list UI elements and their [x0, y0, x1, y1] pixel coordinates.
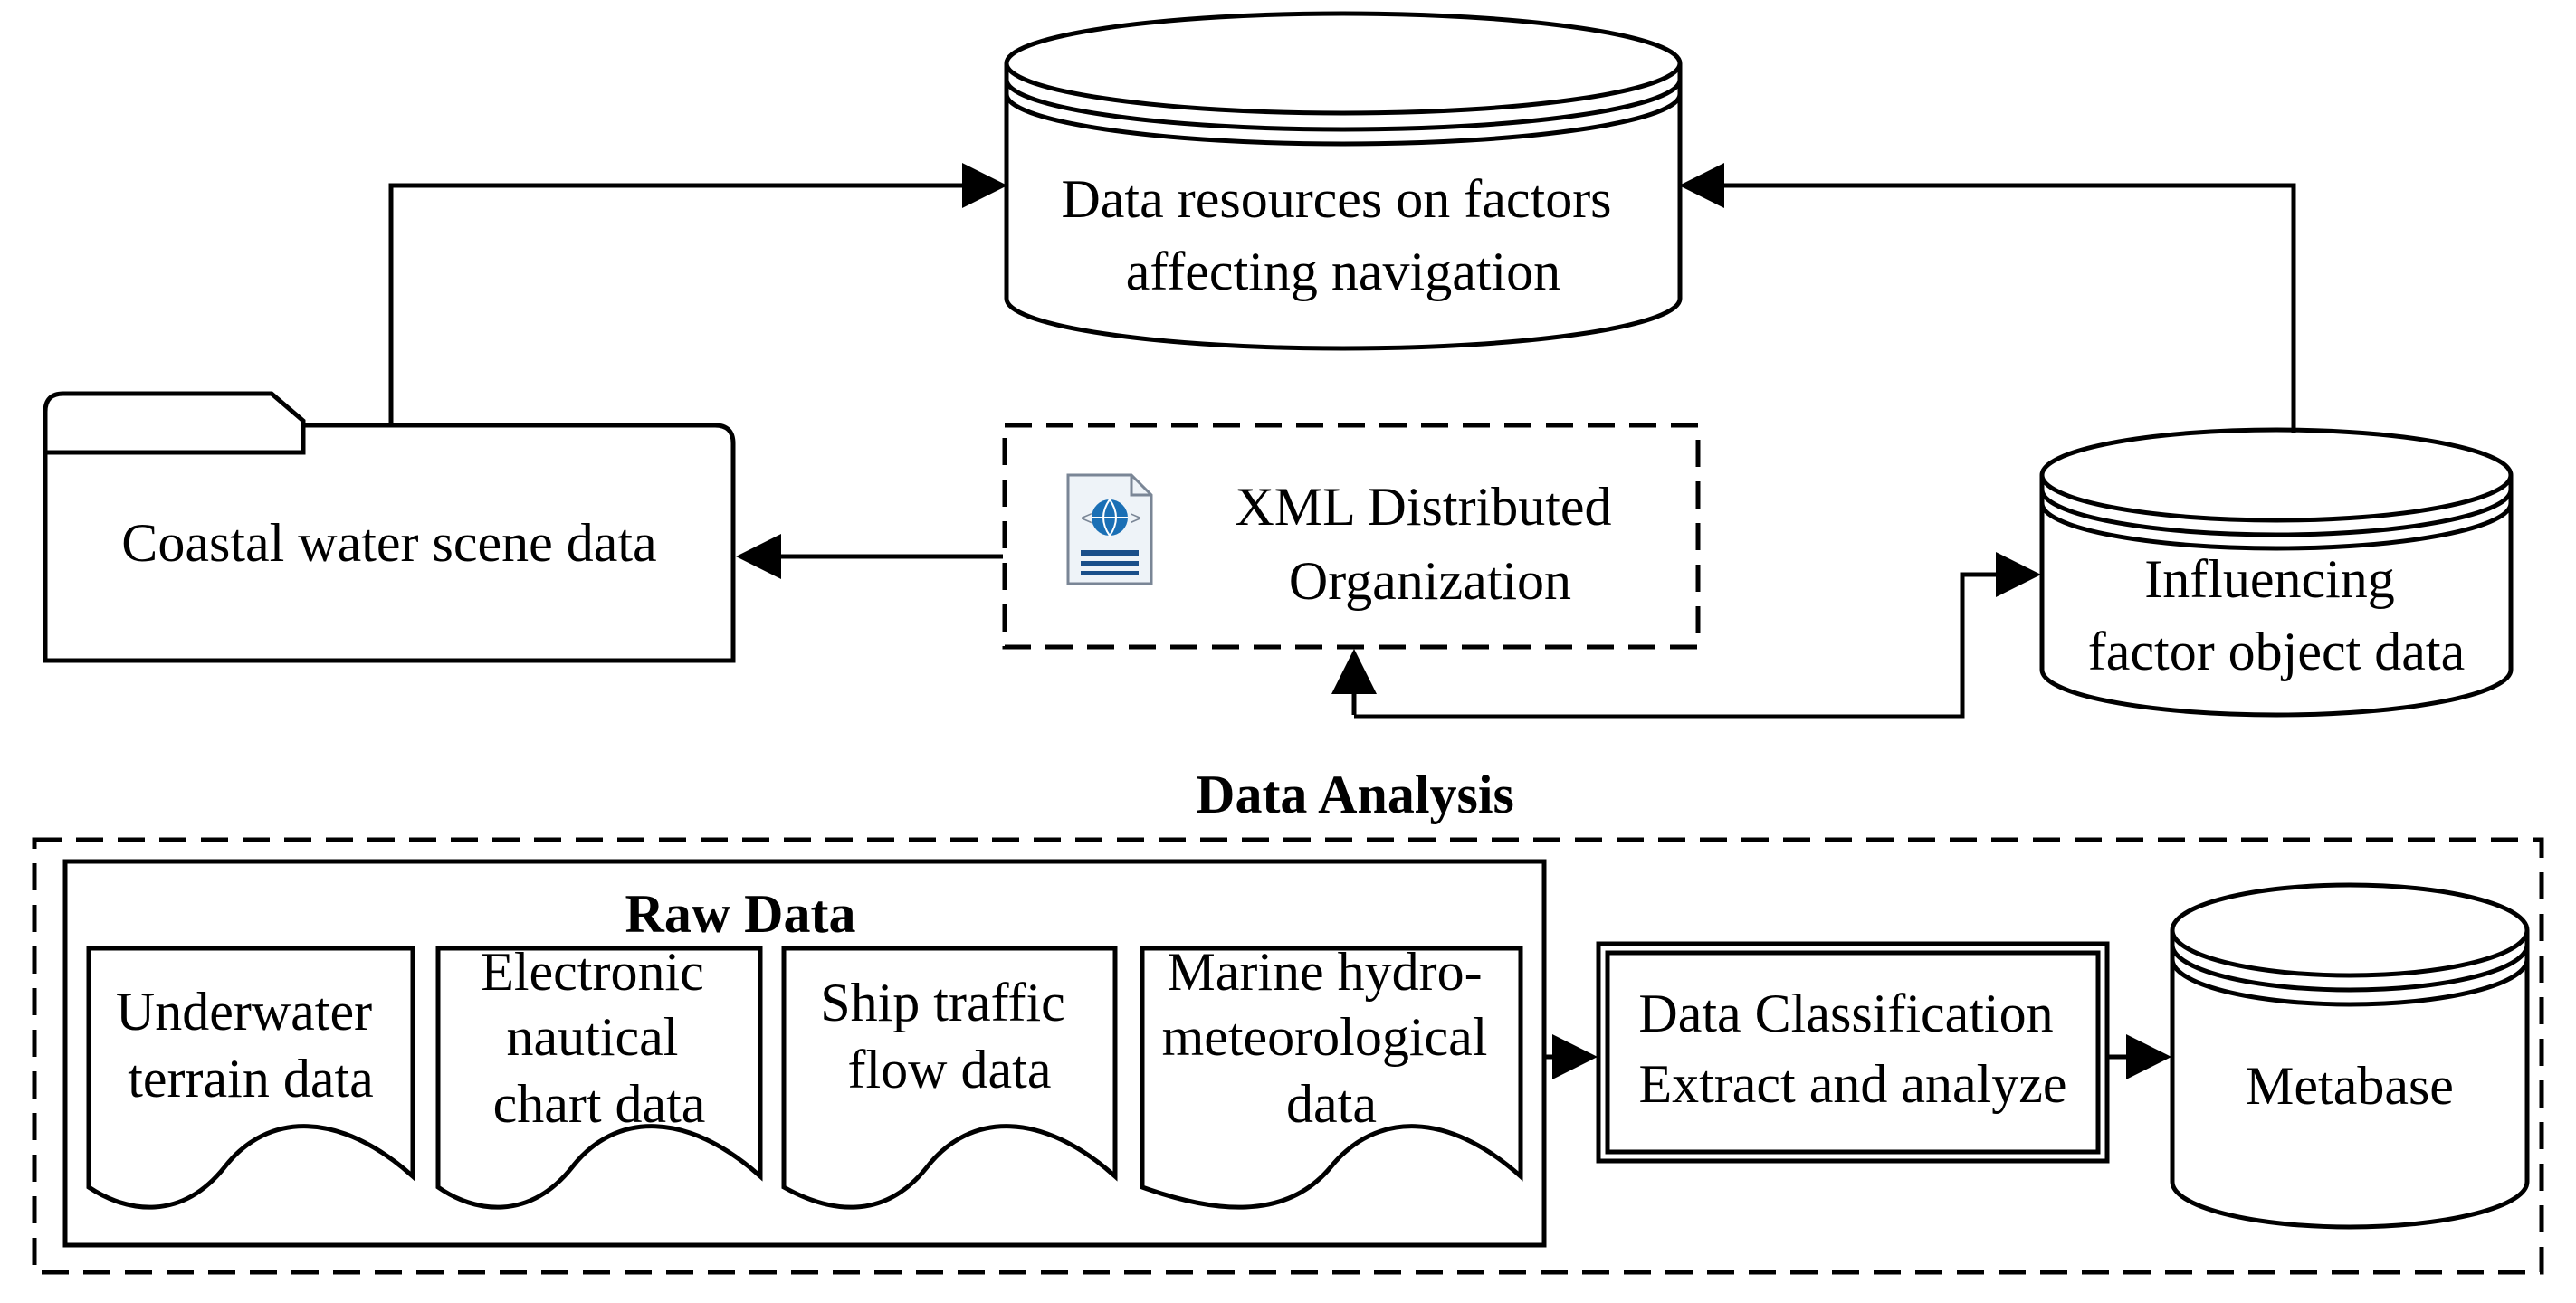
xml-organization-label-line-1: XML Distributed: [1235, 477, 1611, 537]
ship-traffic-doc: Ship traffic flow data: [781, 946, 1118, 1210]
influencing-factor-label-line-1: Influencing: [2144, 549, 2395, 609]
data-resources-cylinder: Data resources on factors affecting navi…: [1004, 11, 1683, 351]
electronic-chart-label-line-2: nautical: [507, 1007, 679, 1067]
metabase-cylinder: Metabase: [2170, 882, 2530, 1230]
marine-hydro-doc: Marine hydro- meteorological data: [1140, 942, 1523, 1210]
underwater-terrain-label-line-2: terrain data: [128, 1049, 374, 1108]
influencing-factor-cylinder: Influencing factor object data: [2039, 427, 2514, 718]
electronic-chart-label: Electronic nautical chart data: [481, 942, 718, 1134]
xml-organization-box: < > XML Distributed Organization: [1002, 423, 1701, 650]
electronic-chart-label-line-1: Electronic: [481, 942, 704, 1002]
data-resources-label-line-1: Data resources on factors: [1061, 169, 1611, 229]
data-classification-box: Data Classification Extract and analyze: [1596, 941, 2110, 1164]
arrow-influencing-to-resources: [1679, 163, 2296, 433]
arrow-analysis-to-influencing: [1354, 552, 2041, 719]
underwater-terrain-label-line-1: Underwater: [116, 982, 372, 1041]
electronic-chart-label-line-3: chart data: [493, 1074, 706, 1134]
metabase-label: Metabase: [2246, 1056, 2454, 1116]
xml-organization-label: XML Distributed Organization: [1235, 477, 1625, 611]
data-analysis-title: Data Analysis: [1196, 765, 1514, 824]
svg-text:<: <: [1081, 507, 1092, 529]
data-analysis-container: [32, 837, 2544, 1275]
marine-hydro-label-line-1: Marine hydro-: [1167, 942, 1482, 1002]
influencing-factor-label-line-2: factor object data: [2088, 622, 2465, 681]
marine-hydro-label-line-3: data: [1286, 1074, 1377, 1134]
electronic-chart-doc: Electronic nautical chart data: [435, 942, 763, 1210]
arrow-coastal-to-resources: [388, 163, 1007, 423]
coastal-water-label: Coastal water scene data: [121, 513, 656, 573]
influencing-factor-label: Influencing factor object data: [2088, 549, 2465, 681]
ship-traffic-label-line-2: flow data: [848, 1040, 1052, 1099]
ship-traffic-label-line-1: Ship traffic: [820, 973, 1065, 1032]
data-resources-label: Data resources on factors affecting navi…: [1061, 169, 1625, 301]
data-resources-label-line-2: affecting navigation: [1126, 242, 1560, 301]
underwater-terrain-doc: Underwater terrain data: [86, 946, 415, 1210]
marine-hydro-label-line-2: meteorological: [1162, 1007, 1488, 1067]
data-classification-label-line-1: Data Classification: [1638, 984, 2053, 1043]
raw-data-title: Raw Data: [625, 884, 856, 944]
xml-document-globe-icon: < >: [1066, 473, 1153, 585]
underwater-terrain-label: Underwater terrain data: [116, 982, 386, 1108]
ship-traffic-label: Ship traffic flow data: [820, 973, 1079, 1099]
svg-text:>: >: [1130, 507, 1141, 529]
data-classification-label-line-2: Extract and analyze: [1638, 1054, 2066, 1114]
coastal-water-folder: Coastal water scene data: [43, 391, 736, 663]
marine-hydro-label: Marine hydro- meteorological data: [1162, 942, 1502, 1134]
data-classification-label: Data Classification Extract and analyze: [1638, 984, 2066, 1114]
xml-organization-label-line-2: Organization: [1289, 551, 1571, 611]
